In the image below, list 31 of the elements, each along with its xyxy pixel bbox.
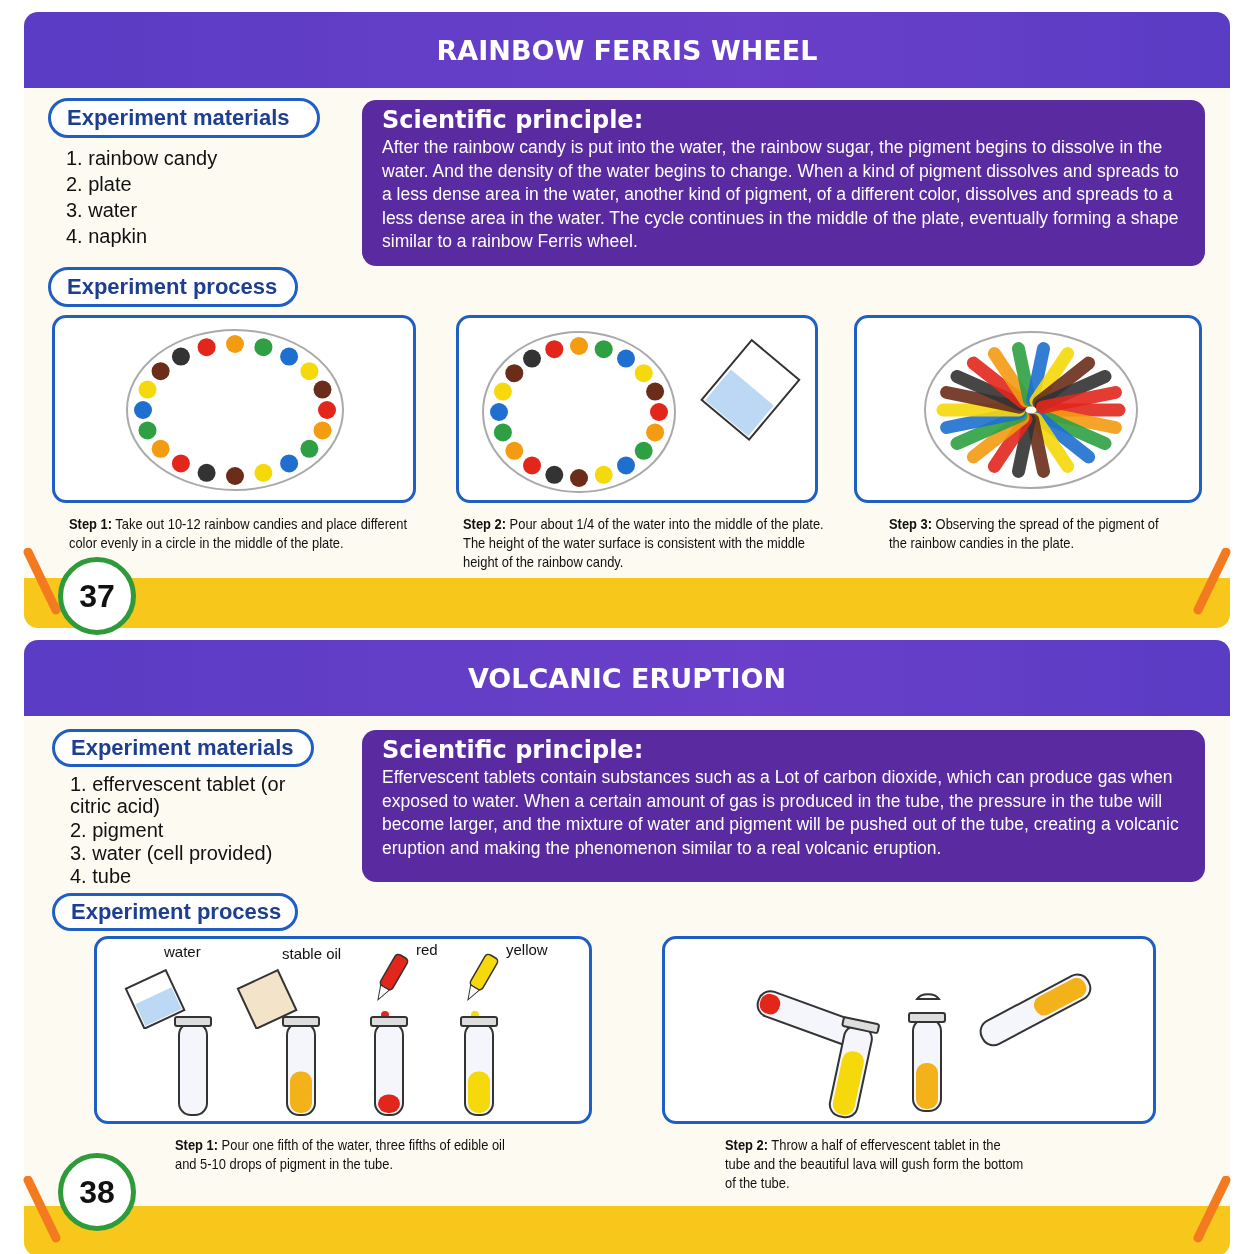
title: VOLCANIC ERUPTION <box>467 662 787 694</box>
principle-panel <box>362 100 1205 266</box>
list-item: 1. effervescent tablet (or citric acid) <box>70 773 287 817</box>
picture-label: red <box>416 941 438 958</box>
step-caption: Step 3: Observing the spread of the pigment of the rainbow candies in the plate. <box>889 514 1160 552</box>
list-item: 4. napkin <box>66 224 148 249</box>
section-heading-pill: Experiment process <box>48 267 298 307</box>
step-caption: Step 1: Pour one fifth of the water, three fifths of edible oil and 5-10 drops of pigment in the tube. <box>175 1135 506 1173</box>
panel-heading: Scientific principle: <box>382 106 645 134</box>
picture-label: water <box>164 943 201 960</box>
step-caption: Step 2: Pour about 1/4 of the water into the middle of the plate. The height of the water surface is consistent with the middle height of the rainbow candy. <box>463 514 825 571</box>
list-item: 3. water (cell provided) <box>70 841 273 866</box>
list-item: 1. rainbow candy <box>66 146 218 171</box>
panel-heading: Scientific principle: <box>382 736 645 764</box>
picture-label: stable oil <box>282 945 342 962</box>
principle-text: After the rainbow candy is put into the water, the rainbow sugar, the pigment begins to dissolve in the water. And the density of the water begins to change. When a kind of pigment dissolves and spreads to a less dense area in the water, another kind of pigment, of a different color, dissolves and spreads to a less dense area in the water. The cycle continues in the middle of the plate, eventually forming a shape similar to a rainbow Ferris wheel. <box>382 136 1180 253</box>
principle-panel <box>362 730 1205 882</box>
section-heading-pill: Experiment process <box>52 893 298 931</box>
list-item: 3. water <box>66 198 138 223</box>
title-band <box>24 12 1230 88</box>
title: RAINBOW FERRIS WHEEL <box>436 34 818 66</box>
list-item: 2. plate <box>66 172 132 197</box>
step-caption: Step 2: Throw a half of effervescent tablet in the tube and the beautiful lava will gush form the bottom of the tube. <box>725 1135 1025 1192</box>
list-item: 4. tube <box>70 864 132 889</box>
list-item: 2. pigment <box>70 818 164 843</box>
title-band <box>24 640 1230 716</box>
section-heading-pill: Experiment materials <box>52 729 314 767</box>
picture-label: yellow <box>506 941 548 958</box>
step-caption: Step 1: Take out 10-12 rainbow candies and place different color evenly in a circle in the middle of the plate. <box>69 514 408 552</box>
principle-text: Effervescent tablets contain substances such as a Lot of carbon dioxide, which can produce gas when exposed to water. When a certain amount of gas is produced in the tube, the pressure in the tube will become larger, and the mixture of water and pigment will be pushed out of the tube, creating a volcanic eruption and making the phenomenon similar to a real volcanic eruption. <box>382 766 1180 860</box>
section-heading-pill: Experiment materials <box>48 98 320 138</box>
